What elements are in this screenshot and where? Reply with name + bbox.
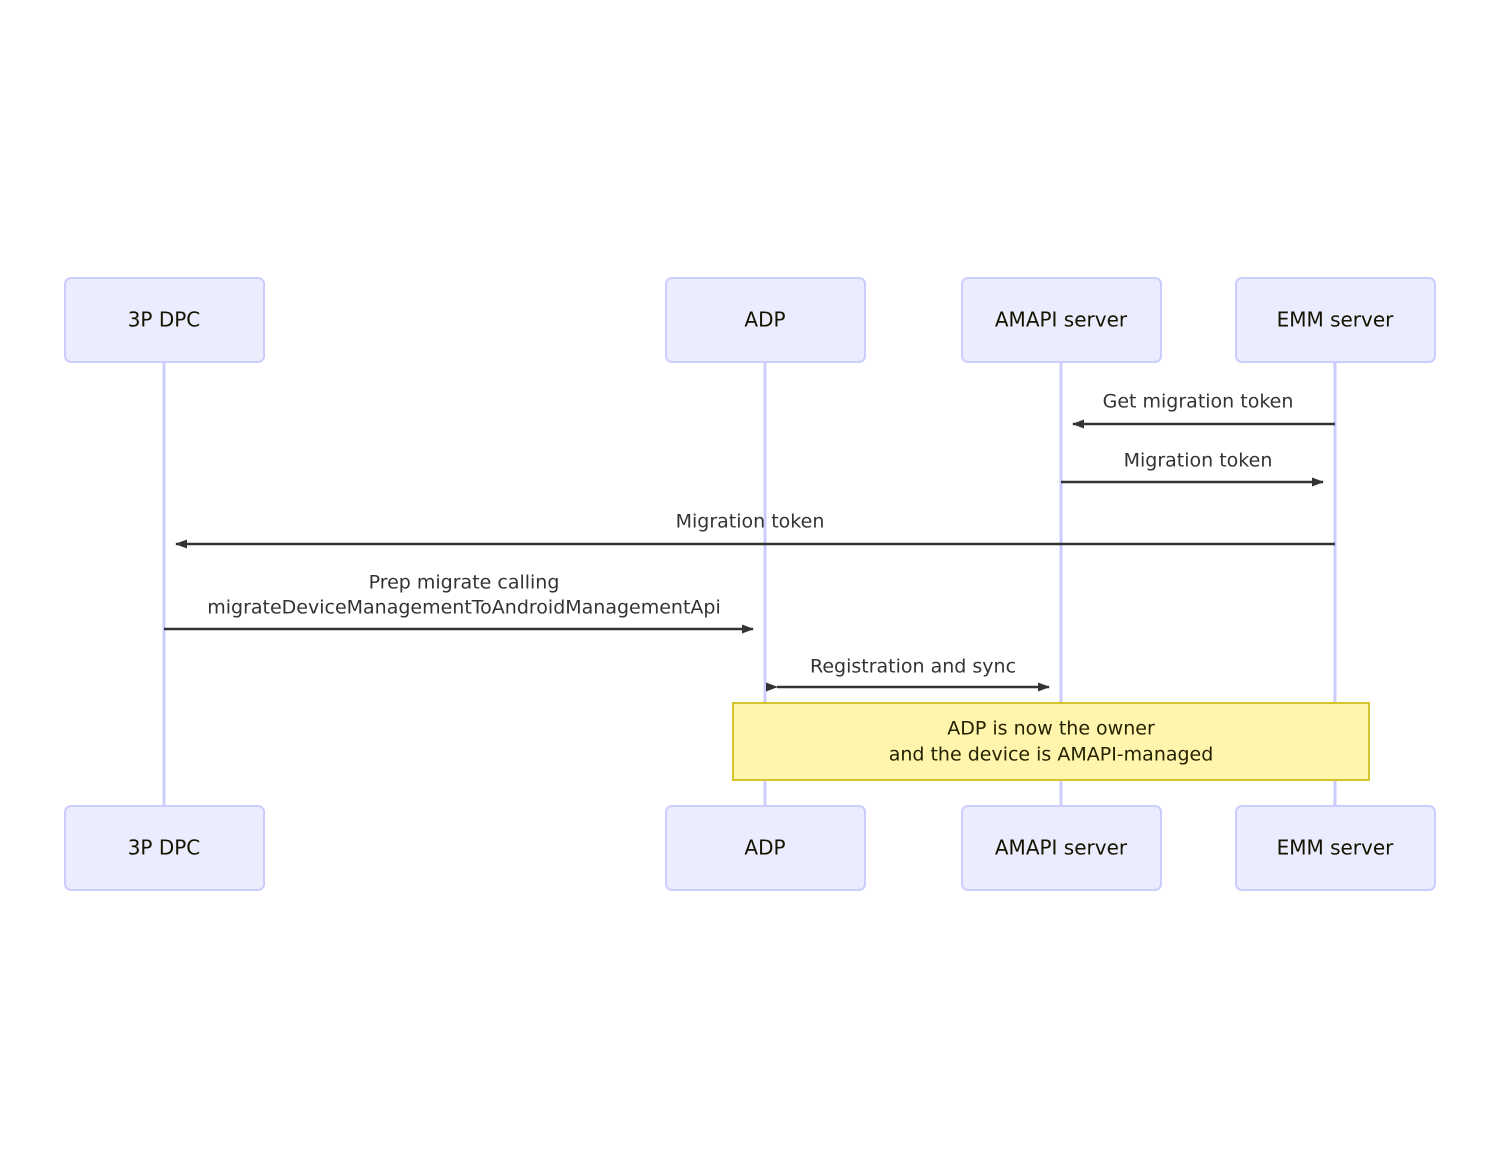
participant-bottom-amapi-server[interactable]: AMAPI server	[961, 805, 1162, 891]
participant-label-emm-server: EMM server	[1277, 308, 1395, 332]
participant-box-rect-3p-dpc[interactable]	[64, 277, 265, 363]
participant-box-rect-bottom-adp[interactable]	[665, 805, 866, 891]
message-prep-migrate: Prep migrate calling migrateDeviceManage…	[164, 572, 754, 634]
participant-label-bottom-3p-dpc: 3P DPC	[128, 836, 201, 860]
participant-label-3p-dpc: 3P DPC	[128, 308, 201, 332]
message-registration-and-sync: Registration and sync	[766, 656, 1050, 692]
participant-label-bottom-amapi-server: AMAPI server	[995, 836, 1128, 860]
participant-bottom-emm-server[interactable]: EMM server	[1235, 805, 1436, 891]
message-get-migration-token: Get migration token	[1072, 391, 1335, 429]
participant-box-rect-emm-server[interactable]	[1235, 277, 1436, 363]
note-adp-owner: ADP is now the owner and the device is A…	[732, 702, 1370, 781]
participant-box-rect-amapi-server[interactable]	[961, 277, 1162, 363]
message-label-get-migration-token: Get migration token	[1103, 391, 1294, 413]
message-migration-token-emm-to-dpc: Migration token	[175, 511, 1335, 549]
participant-box-rect-adp[interactable]	[665, 277, 866, 363]
message-label-prep-migrate-line2: migrateDeviceManagementToAndroidManageme…	[207, 597, 721, 619]
note-text-line1: ADP is now the owner	[947, 718, 1155, 740]
participant-boxes-bottom: 3P DPC ADP AMAPI server EMM server	[64, 805, 1436, 891]
participant-top-3p-dpc[interactable]: 3P DPC	[64, 277, 265, 363]
participant-label-bottom-adp: ADP	[744, 836, 785, 860]
note-rect-adp-owner	[732, 702, 1370, 781]
participant-label-amapi-server: AMAPI server	[995, 308, 1128, 332]
message-label-prep-migrate-line1: Prep migrate calling	[369, 572, 560, 594]
message-label-migration-token-emm-to-dpc: Migration token	[676, 511, 825, 533]
participant-box-rect-bottom-amapi-server[interactable]	[961, 805, 1162, 891]
message-migration-token-amapi-to-emm: Migration token	[1061, 450, 1324, 487]
participant-bottom-adp[interactable]: ADP	[665, 805, 866, 891]
note-text-line2: and the device is AMAPI-managed	[889, 744, 1214, 766]
participant-label-adp: ADP	[744, 308, 785, 332]
participant-boxes-top: 3P DPC ADP AMAPI server EMM server	[64, 277, 1436, 363]
message-label-registration-and-sync: Registration and sync	[810, 656, 1016, 678]
participant-top-adp[interactable]: ADP	[665, 277, 866, 363]
participant-top-amapi-server[interactable]: AMAPI server	[961, 277, 1162, 363]
participant-box-rect-bottom-emm-server[interactable]	[1235, 805, 1436, 891]
participant-box-rect-bottom-3p-dpc[interactable]	[64, 805, 265, 891]
participant-bottom-3p-dpc[interactable]: 3P DPC	[64, 805, 265, 891]
participant-top-emm-server[interactable]: EMM server	[1235, 277, 1436, 363]
message-label-migration-token-amapi-to-emm: Migration token	[1124, 450, 1273, 472]
participant-label-bottom-emm-server: EMM server	[1277, 836, 1395, 860]
